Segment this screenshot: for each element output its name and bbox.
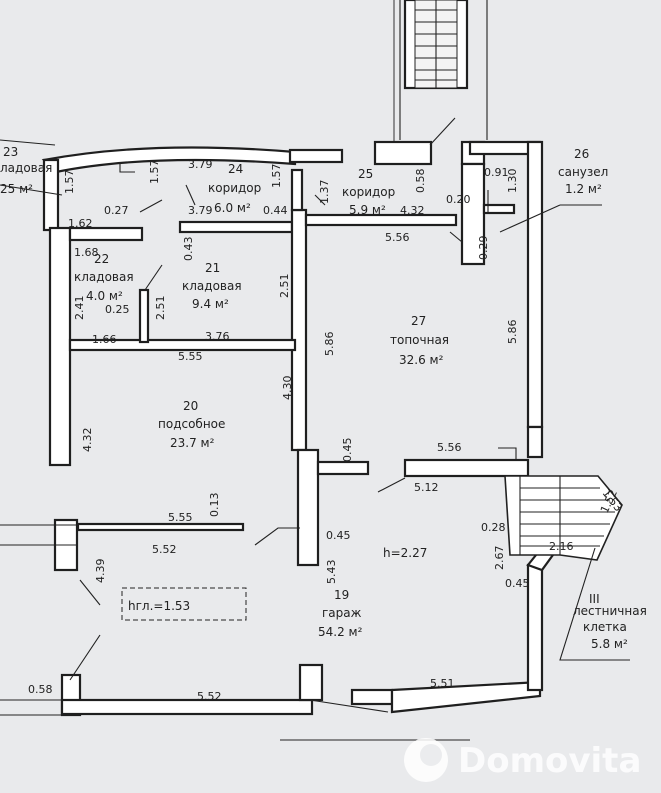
dim-label: 2.67 [493, 546, 506, 571]
dim-label: 0.29 [477, 236, 490, 261]
dim-label: 3.79 [188, 158, 213, 171]
room-19-name: гараж [322, 606, 362, 620]
room-21-number: 21 [205, 261, 220, 275]
room-27-area: 32.6 м² [399, 353, 444, 367]
room-22-area: 4.0 м² [86, 289, 123, 303]
room-26-name: санузел [558, 165, 608, 179]
room-III-name2: клетка [583, 620, 627, 634]
dim-label: 5.56 [437, 441, 462, 454]
dim-label: 4.39 [94, 559, 107, 584]
dim-label: 0.44 [263, 204, 288, 217]
room-26-area: 1.2 м² [565, 182, 602, 196]
room-26-number: 26 [574, 147, 589, 161]
dim-label: 1.57 [270, 164, 283, 189]
dim-label: 5.55 [168, 511, 193, 524]
interior-walls [68, 162, 530, 567]
room-labels: 23 ладовая 25 м² 24 коридор 6.0 м² 25 ко… [0, 145, 647, 651]
room-III-name: лестничная [573, 604, 647, 618]
dim-label: 5.52 [197, 690, 222, 703]
dim-label: 0.13 [208, 493, 221, 518]
dim-label: 1.37 [318, 180, 331, 205]
dim-label: 2.51 [278, 274, 291, 299]
watermark-text: Domovita [458, 741, 641, 781]
dim-label: 0.45 [341, 438, 354, 463]
outer-staircase [399, 0, 488, 140]
dim-label: 0.58 [414, 169, 427, 194]
floor-level-box [121, 587, 247, 621]
room-25-number: 25 [358, 167, 373, 181]
room-23-number: 23 [3, 145, 18, 159]
dim-label: 0.45 [505, 577, 530, 590]
room-III-area: 5.8 м² [591, 637, 628, 651]
room-27-number: 27 [411, 314, 426, 328]
dim-label: 5.52 [152, 543, 177, 556]
dim-label: 5.86 [506, 320, 519, 345]
dim-label: 1.30 [506, 169, 519, 194]
dim-label: 5.86 [323, 332, 336, 357]
room-24-area: 6.0 м² [214, 201, 251, 215]
dim-label: 0.28 [481, 521, 506, 534]
room-22-number: 22 [94, 252, 109, 266]
room-22-name: кладовая [74, 270, 134, 284]
room-27-name: топочная [390, 333, 449, 347]
room-19-area: 54.2 м² [318, 625, 363, 639]
dim-label: 0.25 [105, 303, 130, 316]
dim-label: 1.57 [63, 170, 76, 195]
dim-label: 0.20 [446, 193, 471, 206]
dim-label: 3.79 [188, 204, 213, 217]
dim-label: 0.27 [104, 204, 129, 217]
openings [0, 117, 630, 741]
dim-label: 2.41 [73, 296, 86, 321]
watermark: Domovita [404, 738, 641, 782]
dim-label: 5.56 [385, 231, 410, 244]
room-23-area: 25 м² [0, 182, 33, 196]
dim-label: 3.76 [205, 330, 230, 343]
dim-label: 0.45 [326, 529, 351, 542]
dim-label: 5.55 [178, 350, 203, 363]
dim-label: 4.32 [400, 204, 425, 217]
room-20-number: 20 [183, 399, 198, 413]
room-21-name: кладовая [182, 279, 242, 293]
room-25-name: коридор [342, 185, 395, 199]
room-20-name: подсобное [158, 417, 225, 431]
interior-staircase [504, 475, 623, 561]
floor-level-label: hгл.=1.53 [128, 599, 190, 613]
dim-label: 1.68 [74, 246, 99, 259]
dim-label: 5.12 [414, 481, 439, 494]
dim-label: 1.62 [68, 217, 93, 230]
room-23-name: ладовая [0, 161, 52, 175]
dim-label: 0.91 [484, 166, 509, 179]
dim-label: 4.30 [281, 376, 294, 401]
room-24-name: коридор [208, 181, 261, 195]
dim-label: 5.43 [325, 560, 338, 585]
outer-walls [41, 140, 560, 717]
dim-label: 1.66 [92, 333, 117, 346]
room-25-area: 5.9 м² [349, 203, 386, 217]
dim-label: 2.16 [549, 540, 574, 553]
height-label: h=2.27 [383, 546, 427, 560]
room-20-area: 23.7 м² [170, 436, 215, 450]
room-24-number: 24 [228, 162, 243, 176]
dim-label: 4.32 [81, 428, 94, 453]
dim-label: 0.43 [182, 237, 195, 262]
dim-label: 2.51 [154, 296, 167, 321]
dim-label: 5.51 [430, 677, 455, 690]
room-21-area: 9.4 м² [192, 297, 229, 311]
dim-label: 1.57 [148, 160, 161, 185]
dim-label: 0.58 [28, 683, 53, 696]
dimension-labels: 3.79 3.79 0.27 1.62 0.44 4.32 1.68 5.56 … [28, 158, 625, 703]
room-19-number: 19 [334, 588, 349, 602]
room-III-number: III [589, 592, 600, 606]
